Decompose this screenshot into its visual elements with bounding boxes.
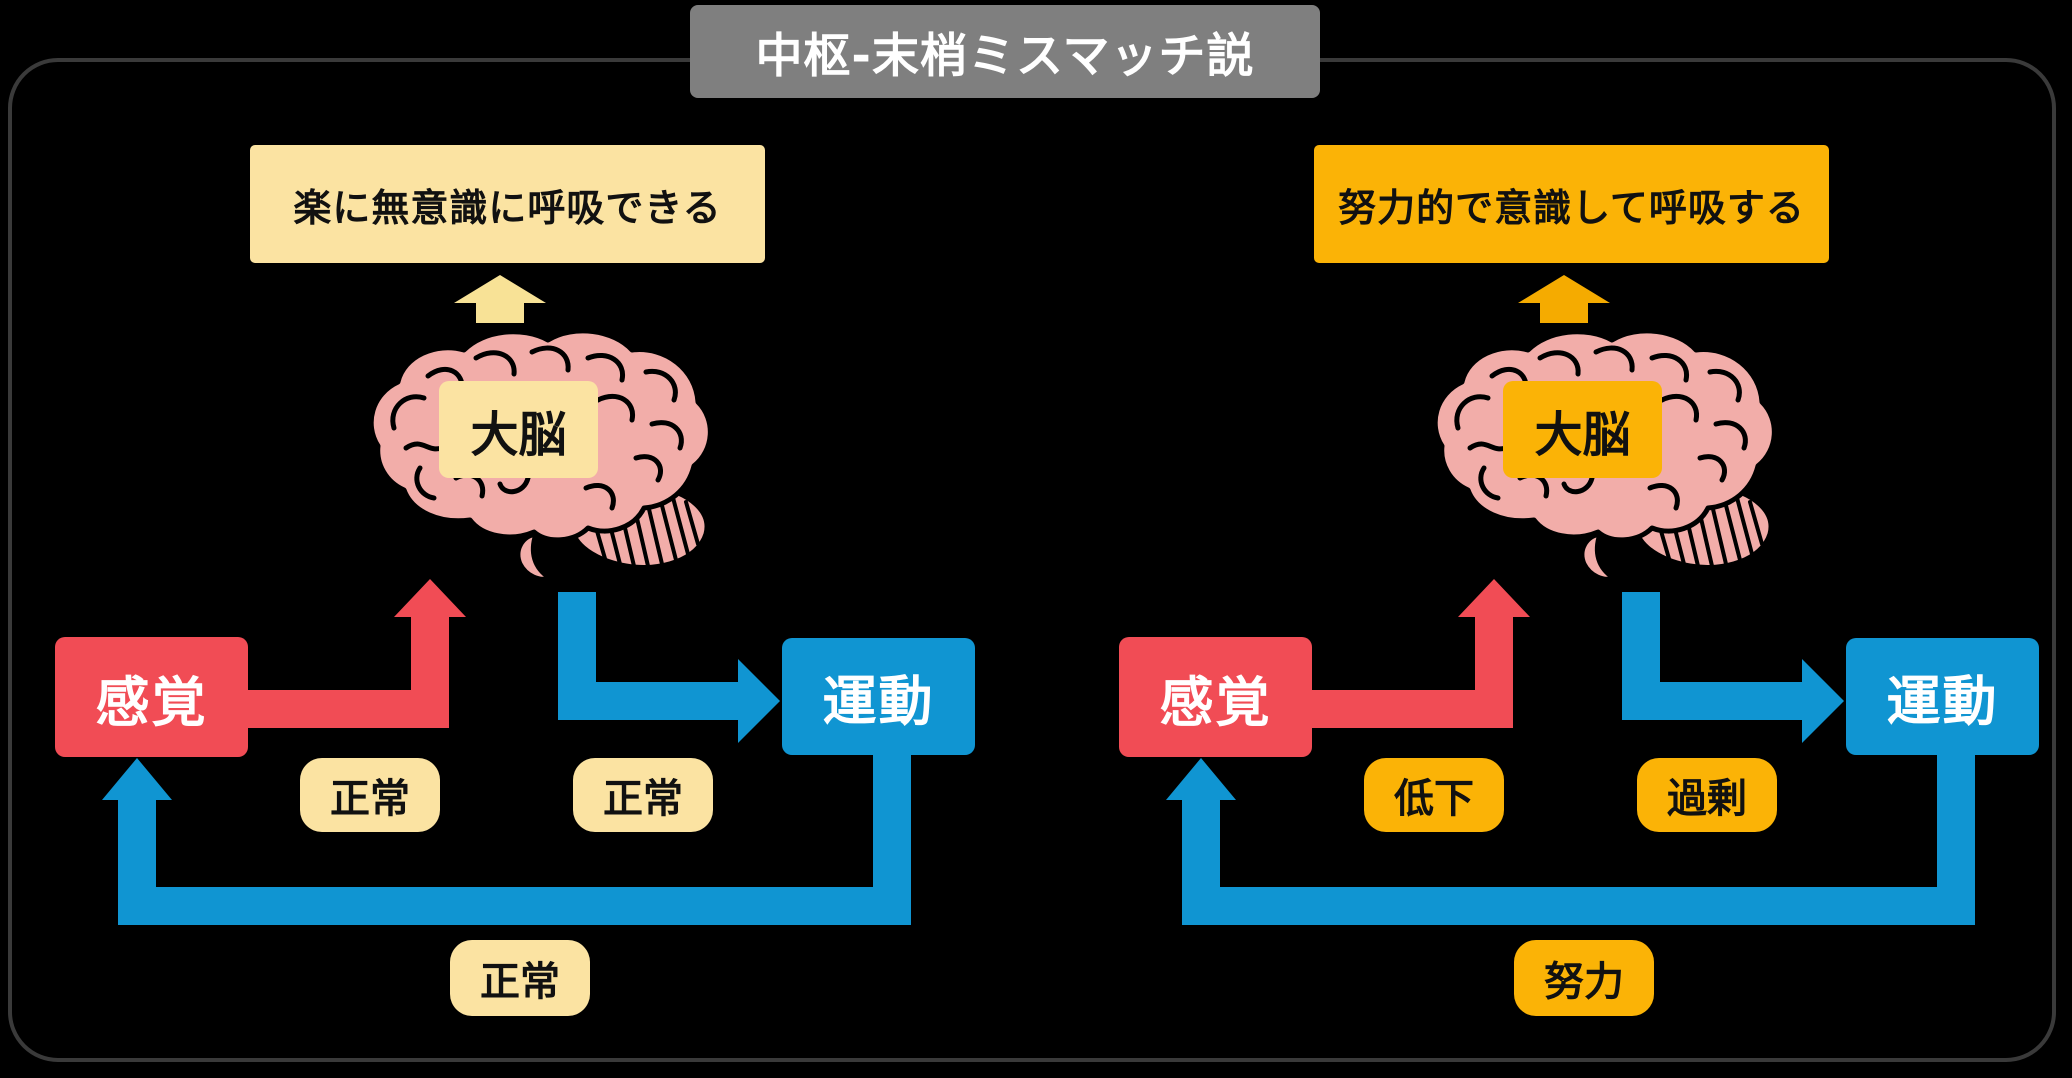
brain-label: 大脳 [1503,381,1662,478]
flow-arrows-normal [102,275,911,925]
sensory-box: 感覚 [1119,637,1312,757]
outcome-box: 楽に無意識に呼吸できる [250,145,765,263]
flow-arrows-mismatch [1166,275,1975,925]
brain-to-motor-arrow [558,592,780,743]
brain-to-outcome-arrow-icon [1518,275,1610,323]
brain-label: 大脳 [439,381,598,478]
feedback-status-label: 正常 [450,940,590,1016]
brain-to-motor-arrow [1622,592,1844,743]
efferent-status-label: 正常 [573,758,713,832]
panel-effortful-breathing: 努力的で意識して呼吸する 大脳 感覚 運動 低下 過剰 努力 [1104,60,2072,1060]
motor-box: 運動 [782,638,975,755]
motor-box: 運動 [1846,638,2039,755]
diagram-title: 中枢-末梢ミスマッチ説 [690,5,1320,98]
motor-to-sensory-feedback-arrow [1166,755,1975,925]
sensory-to-brain-arrow [1312,579,1530,728]
afferent-status-label: 正常 [300,758,440,832]
outcome-box: 努力的で意識して呼吸する [1314,145,1829,263]
afferent-status-label: 低下 [1364,758,1504,832]
sensory-to-brain-arrow [248,579,466,728]
brain-to-outcome-arrow-icon [454,275,546,323]
sensory-box: 感覚 [55,637,248,757]
panel-normal-breathing: 楽に無意識に呼吸できる 大脳 感覚 運動 正常 正常 正常 [40,60,1030,1060]
motor-to-sensory-feedback-arrow [102,755,911,925]
feedback-status-label: 努力 [1514,940,1654,1016]
efferent-status-label: 過剰 [1637,758,1777,832]
